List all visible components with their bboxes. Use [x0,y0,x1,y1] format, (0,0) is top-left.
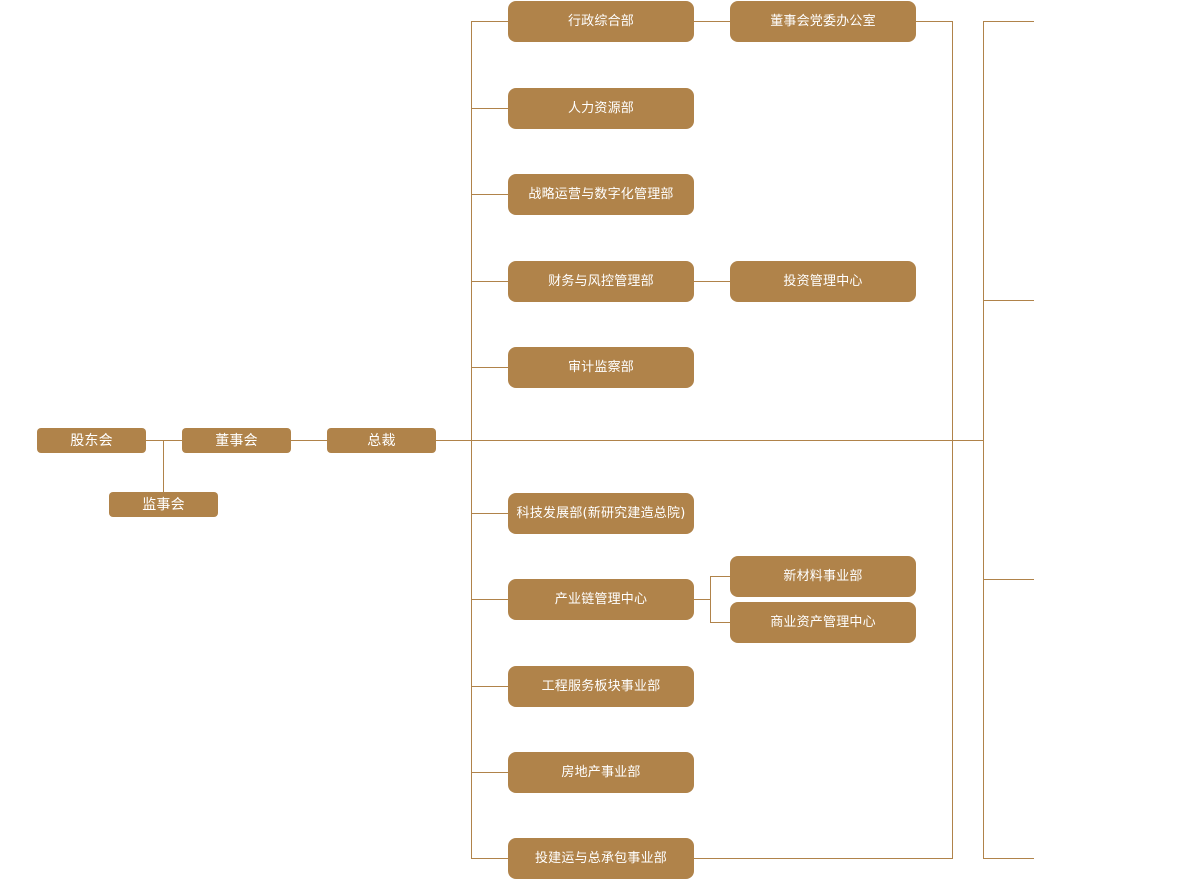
supervisory-board-node: 监事会 [109,492,218,517]
branch-epc [471,858,508,859]
connector-industry-chain-bracket-vertical [710,576,711,623]
department-tech-label: 科技发展部(新研究建造总院) [516,506,686,521]
department-commercial-assets-node: 商业资产管理中心 [730,602,916,643]
connector-commercial-assets [710,622,730,623]
department-strategy-label: 战略运营与数字化管理部 [528,187,674,202]
connector-admin-board-office [694,21,730,22]
shareholders-node: 股东会 [37,428,146,453]
department-investment-center-label: 投资管理中心 [783,274,863,289]
branch-real-estate [471,772,508,773]
outer-branch-2 [983,300,1034,301]
department-industry-chain-node: 产业链管理中心 [508,579,694,620]
department-engineering-node: 工程服务板块事业部 [508,666,694,707]
connector-board-president [291,440,327,441]
branch-strategy [471,194,508,195]
branch-admin [471,21,508,22]
connector-finance-investment [694,281,730,282]
outer-branch-3 [983,579,1034,580]
department-real-estate-node: 房地产事业部 [508,752,694,793]
connector-industry-chain-bracket-a [694,599,710,600]
department-board-office-node: 董事会党委办公室 [730,1,916,42]
connector-new-materials [710,576,730,577]
board-label: 董事会 [215,432,258,449]
department-admin-label: 行政综合部 [567,14,634,29]
department-hr-node: 人力资源部 [508,88,694,129]
president-label: 总裁 [367,432,396,449]
branch-engineering [471,686,508,687]
department-admin-node: 行政综合部 [508,1,694,42]
outer-branch-1 [983,21,1034,22]
department-new-materials-node: 新材料事业部 [730,556,916,597]
outer-right-trunk [983,21,984,859]
connector-supervisory-vertical [163,440,164,492]
department-finance-label: 财务与风控管理部 [548,274,654,289]
department-board-office-label: 董事会党委办公室 [770,14,876,29]
board-node: 董事会 [182,428,291,453]
connector-department-trunk [471,21,472,859]
connector-right-trunk [952,21,953,859]
department-strategy-node: 战略运营与数字化管理部 [508,174,694,215]
department-tech-node: 科技发展部(新研究建造总院) [508,493,694,534]
department-new-materials-label: 新材料事业部 [783,569,863,584]
shareholders-label: 股东会 [70,432,113,449]
department-epc-label: 投建运与总承包事业部 [534,851,667,866]
department-commercial-assets-label: 商业资产管理中心 [770,615,876,630]
department-audit-node: 审计监察部 [508,347,694,388]
connector-board-office-right [916,21,952,22]
department-finance-node: 财务与风控管理部 [508,261,694,302]
outer-branch-4 [983,858,1034,859]
department-epc-node: 投建运与总承包事业部 [508,838,694,879]
supervisory-board-label: 监事会 [142,496,185,513]
department-hr-label: 人力资源部 [567,101,634,116]
president-node: 总裁 [327,428,436,453]
department-real-estate-label: 房地产事业部 [561,765,641,780]
connector-shareholders-board [146,440,182,441]
branch-finance [471,281,508,282]
connector-main-horizontal [436,440,984,441]
branch-audit [471,367,508,368]
department-engineering-label: 工程服务板块事业部 [541,679,661,694]
department-investment-center-node: 投资管理中心 [730,261,916,302]
connector-epc-right [694,858,952,859]
branch-industry-chain [471,599,508,600]
branch-tech [471,513,508,514]
branch-hr [471,108,508,109]
department-audit-label: 审计监察部 [567,360,634,375]
department-industry-chain-label: 产业链管理中心 [554,592,648,607]
